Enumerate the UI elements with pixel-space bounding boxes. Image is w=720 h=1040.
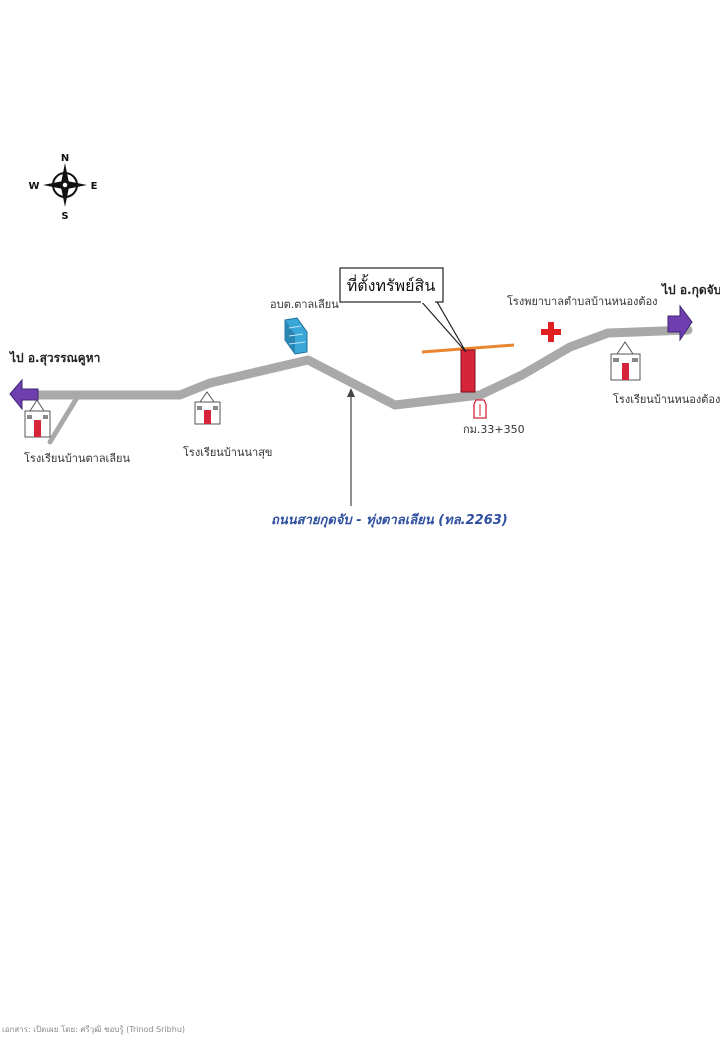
label-admin-office: อบต.ตาลเลียน	[270, 298, 339, 311]
label-hospital: โรงพยาบาลตำบลบ้านหนองต้อง	[507, 294, 658, 308]
label-school-middle: โรงเรียนบ้านนาสุข	[183, 445, 272, 459]
school-west-icon	[24, 399, 51, 438]
compass-rose: N S E W	[28, 153, 97, 222]
label-road-name: ถนนสายกุดจับ - ทุ่งตาลเลียน (ทล.2263)	[271, 512, 508, 528]
arrow-east-icon	[667, 304, 693, 342]
km-marker-icon	[473, 399, 487, 419]
admin-building-icon	[284, 317, 308, 355]
hospital-cross-icon	[541, 322, 561, 342]
side-road-property	[421, 343, 515, 354]
compass-north: N	[61, 153, 69, 164]
compass-east: E	[91, 181, 98, 192]
property-callout-label: ที่ตั้งทรัพย์สิน	[347, 274, 436, 295]
compass-south: S	[61, 211, 68, 222]
label-school-east: โรงเรียนบ้านหนองต้อง	[613, 392, 720, 406]
main-road	[17, 325, 693, 410]
label-school-west: โรงเรียนบ้านตาลเลียน	[24, 451, 131, 465]
side-road-west	[47, 393, 81, 445]
compass-west: W	[28, 181, 39, 192]
school-middle-icon	[194, 391, 221, 425]
arrow-west-icon	[9, 378, 39, 411]
road-name-pointer	[347, 388, 355, 506]
destination-west: ไป อ.สุวรรณคูหา	[8, 350, 100, 366]
property-callout: ที่ตั้งทรัพย์สิน	[339, 267, 467, 353]
school-east-icon	[610, 341, 641, 381]
property-marker	[460, 349, 476, 393]
destination-east: ไป อ.กุดจับ	[660, 282, 720, 298]
footer-note: เอกสาร: เปิดเผย โดย: ศรีวุฒิ ชอบรู้ (Tri…	[2, 1024, 185, 1035]
label-km-marker: กม.33+350	[463, 423, 525, 436]
